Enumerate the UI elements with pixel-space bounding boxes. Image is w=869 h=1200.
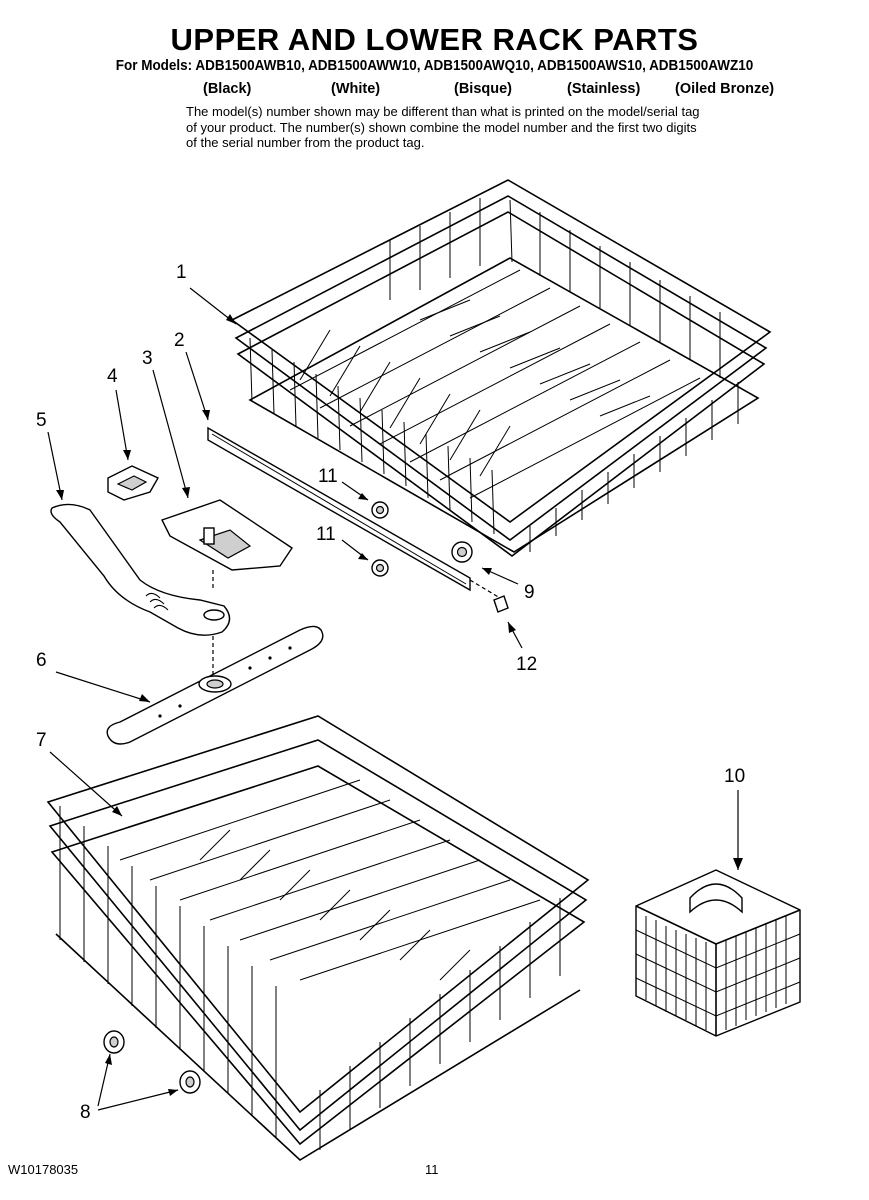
- rail-wheels: [371, 501, 473, 577]
- color-oiled-bronze: (Oiled Bronze): [675, 81, 775, 97]
- callout-10: 10: [724, 766, 746, 787]
- color-bisque: (Bisque): [454, 81, 512, 97]
- silverware-basket: [635, 869, 801, 1037]
- rail-stop: [493, 595, 509, 613]
- upper-rack: [230, 179, 772, 557]
- document-number: W10178035: [8, 1162, 79, 1177]
- callout-8: 8: [80, 1102, 91, 1123]
- spray-arm-manifold: [161, 499, 293, 571]
- callout-leaders: [47, 287, 739, 1111]
- callout-9: 9: [524, 582, 535, 603]
- lower-rack: [46, 715, 590, 1161]
- callout-7: 7: [36, 730, 47, 751]
- page-title: UPPER AND LOWER RACK PARTS: [170, 22, 699, 57]
- callout-4: 4: [107, 366, 118, 387]
- rack-rail: [207, 426, 471, 592]
- color-black: (Black): [203, 81, 252, 97]
- rack-clip: [107, 465, 159, 501]
- callout-1: 1: [176, 262, 187, 283]
- model-note: The model(s) number shown may be differe…: [186, 104, 700, 150]
- callout-6: 6: [36, 650, 47, 671]
- callout-11-lower: 11: [316, 524, 336, 545]
- callout-3: 3: [142, 348, 153, 369]
- color-stainless: (Stainless): [567, 81, 641, 97]
- callout-5: 5: [36, 410, 47, 431]
- feed-tube: [50, 503, 231, 636]
- callout-2: 2: [174, 330, 185, 351]
- callout-12: 12: [516, 654, 538, 675]
- callout-11-upper: 11: [318, 466, 338, 487]
- models-line: For Models: ADB1500AWB10, ADB1500AWW10, …: [115, 58, 754, 74]
- color-white: (White): [331, 81, 381, 97]
- page-number: 11: [425, 1162, 439, 1177]
- upper-spray-arm: [106, 625, 324, 745]
- callout-arrowheads: [56, 314, 743, 1096]
- lower-rack-wheels: [103, 1030, 201, 1094]
